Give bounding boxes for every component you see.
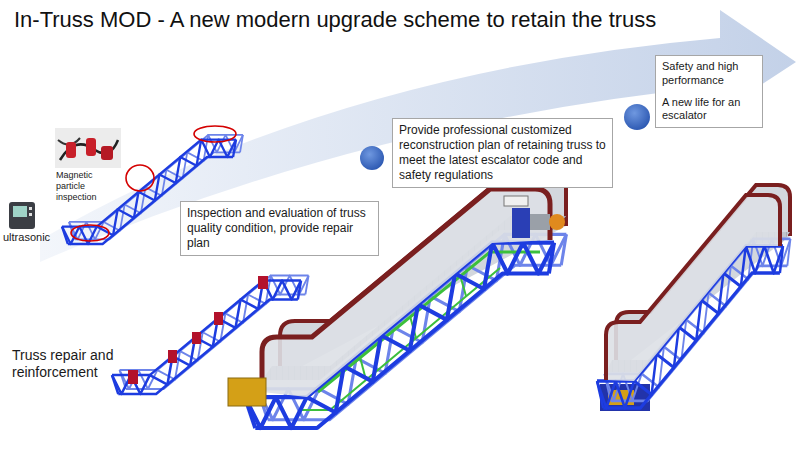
yoke-coil — [66, 142, 76, 158]
box-text: Provide professional customized reconstr… — [399, 123, 606, 183]
process-box: Provide professional customized reconstr… — [392, 118, 613, 188]
reinforcement-plate — [128, 370, 138, 384]
reinforcement-plate — [258, 276, 268, 289]
reinforcement-parts — [128, 276, 268, 384]
yoke-coil — [101, 146, 113, 160]
reinforcement-plate — [214, 312, 223, 325]
box-text: Safety and high performance — [662, 60, 756, 88]
brake — [549, 214, 565, 230]
magnet-yoke-photo — [55, 128, 121, 168]
inspection-mark — [126, 165, 154, 191]
caption-label: ultrasonic — [3, 231, 61, 244]
inspection-mark — [71, 225, 109, 241]
controller — [504, 196, 528, 206]
yoke-coil — [86, 138, 96, 156]
reinforcement-plate — [192, 332, 201, 344]
process-box: Inspection and evaluation of truss quali… — [180, 201, 379, 256]
step-dot — [360, 146, 384, 170]
reinforcement-plate — [168, 350, 177, 363]
device-screen — [13, 206, 27, 217]
inspection-mark — [194, 126, 236, 142]
device-key — [29, 213, 32, 216]
drive-motor — [512, 208, 530, 238]
device-key — [29, 207, 32, 210]
photo-ground — [55, 128, 121, 168]
progress-arrow — [40, 10, 796, 262]
handrail — [606, 195, 780, 380]
ultrasonic-device — [9, 202, 35, 229]
box-text: A new life for an escalator — [662, 96, 756, 124]
step-dot — [624, 104, 650, 130]
box-text: Inspection and evaluation of truss quali… — [187, 206, 372, 251]
device-body — [9, 202, 35, 229]
finished-escalator — [597, 185, 790, 411]
lower-machine-box — [228, 378, 266, 406]
page-title: In-Truss MOD - A new modern upgrade sche… — [14, 7, 656, 33]
process-box: Safety and high performance A new life fo… — [655, 55, 763, 128]
gearbox — [530, 214, 550, 230]
caption-label: Truss repair and reinforcement — [12, 347, 138, 381]
caption-label: Magnetic particle inspection — [56, 170, 106, 202]
front-balustrade — [606, 195, 780, 381]
